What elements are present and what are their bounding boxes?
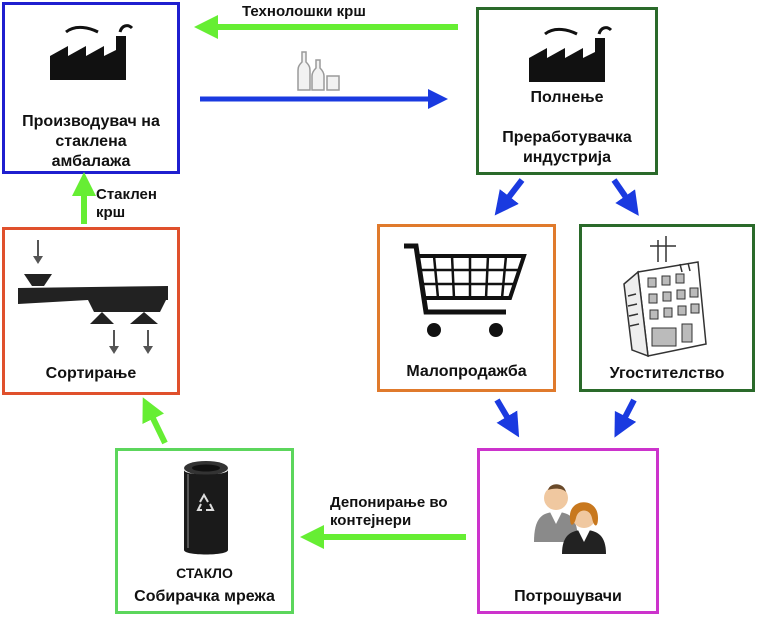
recycle-bin-icon bbox=[184, 461, 228, 555]
processing-label-line: индустрија bbox=[522, 149, 612, 166]
building-icon bbox=[623, 236, 707, 358]
arrow-retail-to-consumers bbox=[494, 398, 520, 438]
producer-label-line: стаклена bbox=[55, 133, 127, 150]
producer-label: Производувач на стаклена амбалажа bbox=[2, 112, 180, 172]
processing-box bbox=[476, 7, 658, 175]
deposit-label-line: контејнери bbox=[330, 512, 412, 529]
collection-label: Собирачка мрежа bbox=[134, 588, 275, 605]
collection-top-label: СТАКЛО bbox=[176, 565, 233, 581]
producer-label-line: амбалажа bbox=[51, 153, 131, 170]
deposit-label-line: Депонирање во bbox=[330, 494, 448, 511]
processing-label: Преработувачка индустрија bbox=[476, 128, 658, 168]
deposit-label: Депонирање во контејнери bbox=[330, 494, 448, 530]
retail-box bbox=[377, 224, 556, 392]
people-icon bbox=[534, 484, 606, 554]
cullet-side-label-line: Стаклен bbox=[96, 186, 157, 203]
arrow-to-retail bbox=[494, 178, 525, 216]
retail-label: Малопродажба bbox=[406, 363, 527, 380]
arrow-to-sorting bbox=[142, 397, 168, 445]
cullet-top-label: Технолошки крш bbox=[242, 3, 366, 20]
sorting-label: Сортирање bbox=[45, 365, 137, 382]
producer-label-line: Производувач на bbox=[22, 113, 160, 130]
processing-top-label: Полнење bbox=[530, 89, 604, 106]
factory-icon bbox=[529, 26, 613, 82]
arrow-to-hospitality bbox=[611, 178, 639, 216]
hospitality-label: Угостителство bbox=[609, 365, 725, 382]
shopping-cart-icon bbox=[404, 243, 527, 337]
cullet-side-label-line: крш bbox=[96, 204, 126, 221]
glass-bottles-icon bbox=[297, 51, 340, 91]
sorting-machine-icon bbox=[18, 240, 168, 354]
factory-icon bbox=[50, 24, 134, 80]
consumers-label: Потрошувачи bbox=[514, 588, 622, 605]
arrow-hospitality-to-consumers bbox=[614, 398, 637, 438]
cullet-side-label: Стаклен крш bbox=[96, 186, 157, 222]
processing-label-line: Преработувачка bbox=[502, 129, 632, 146]
